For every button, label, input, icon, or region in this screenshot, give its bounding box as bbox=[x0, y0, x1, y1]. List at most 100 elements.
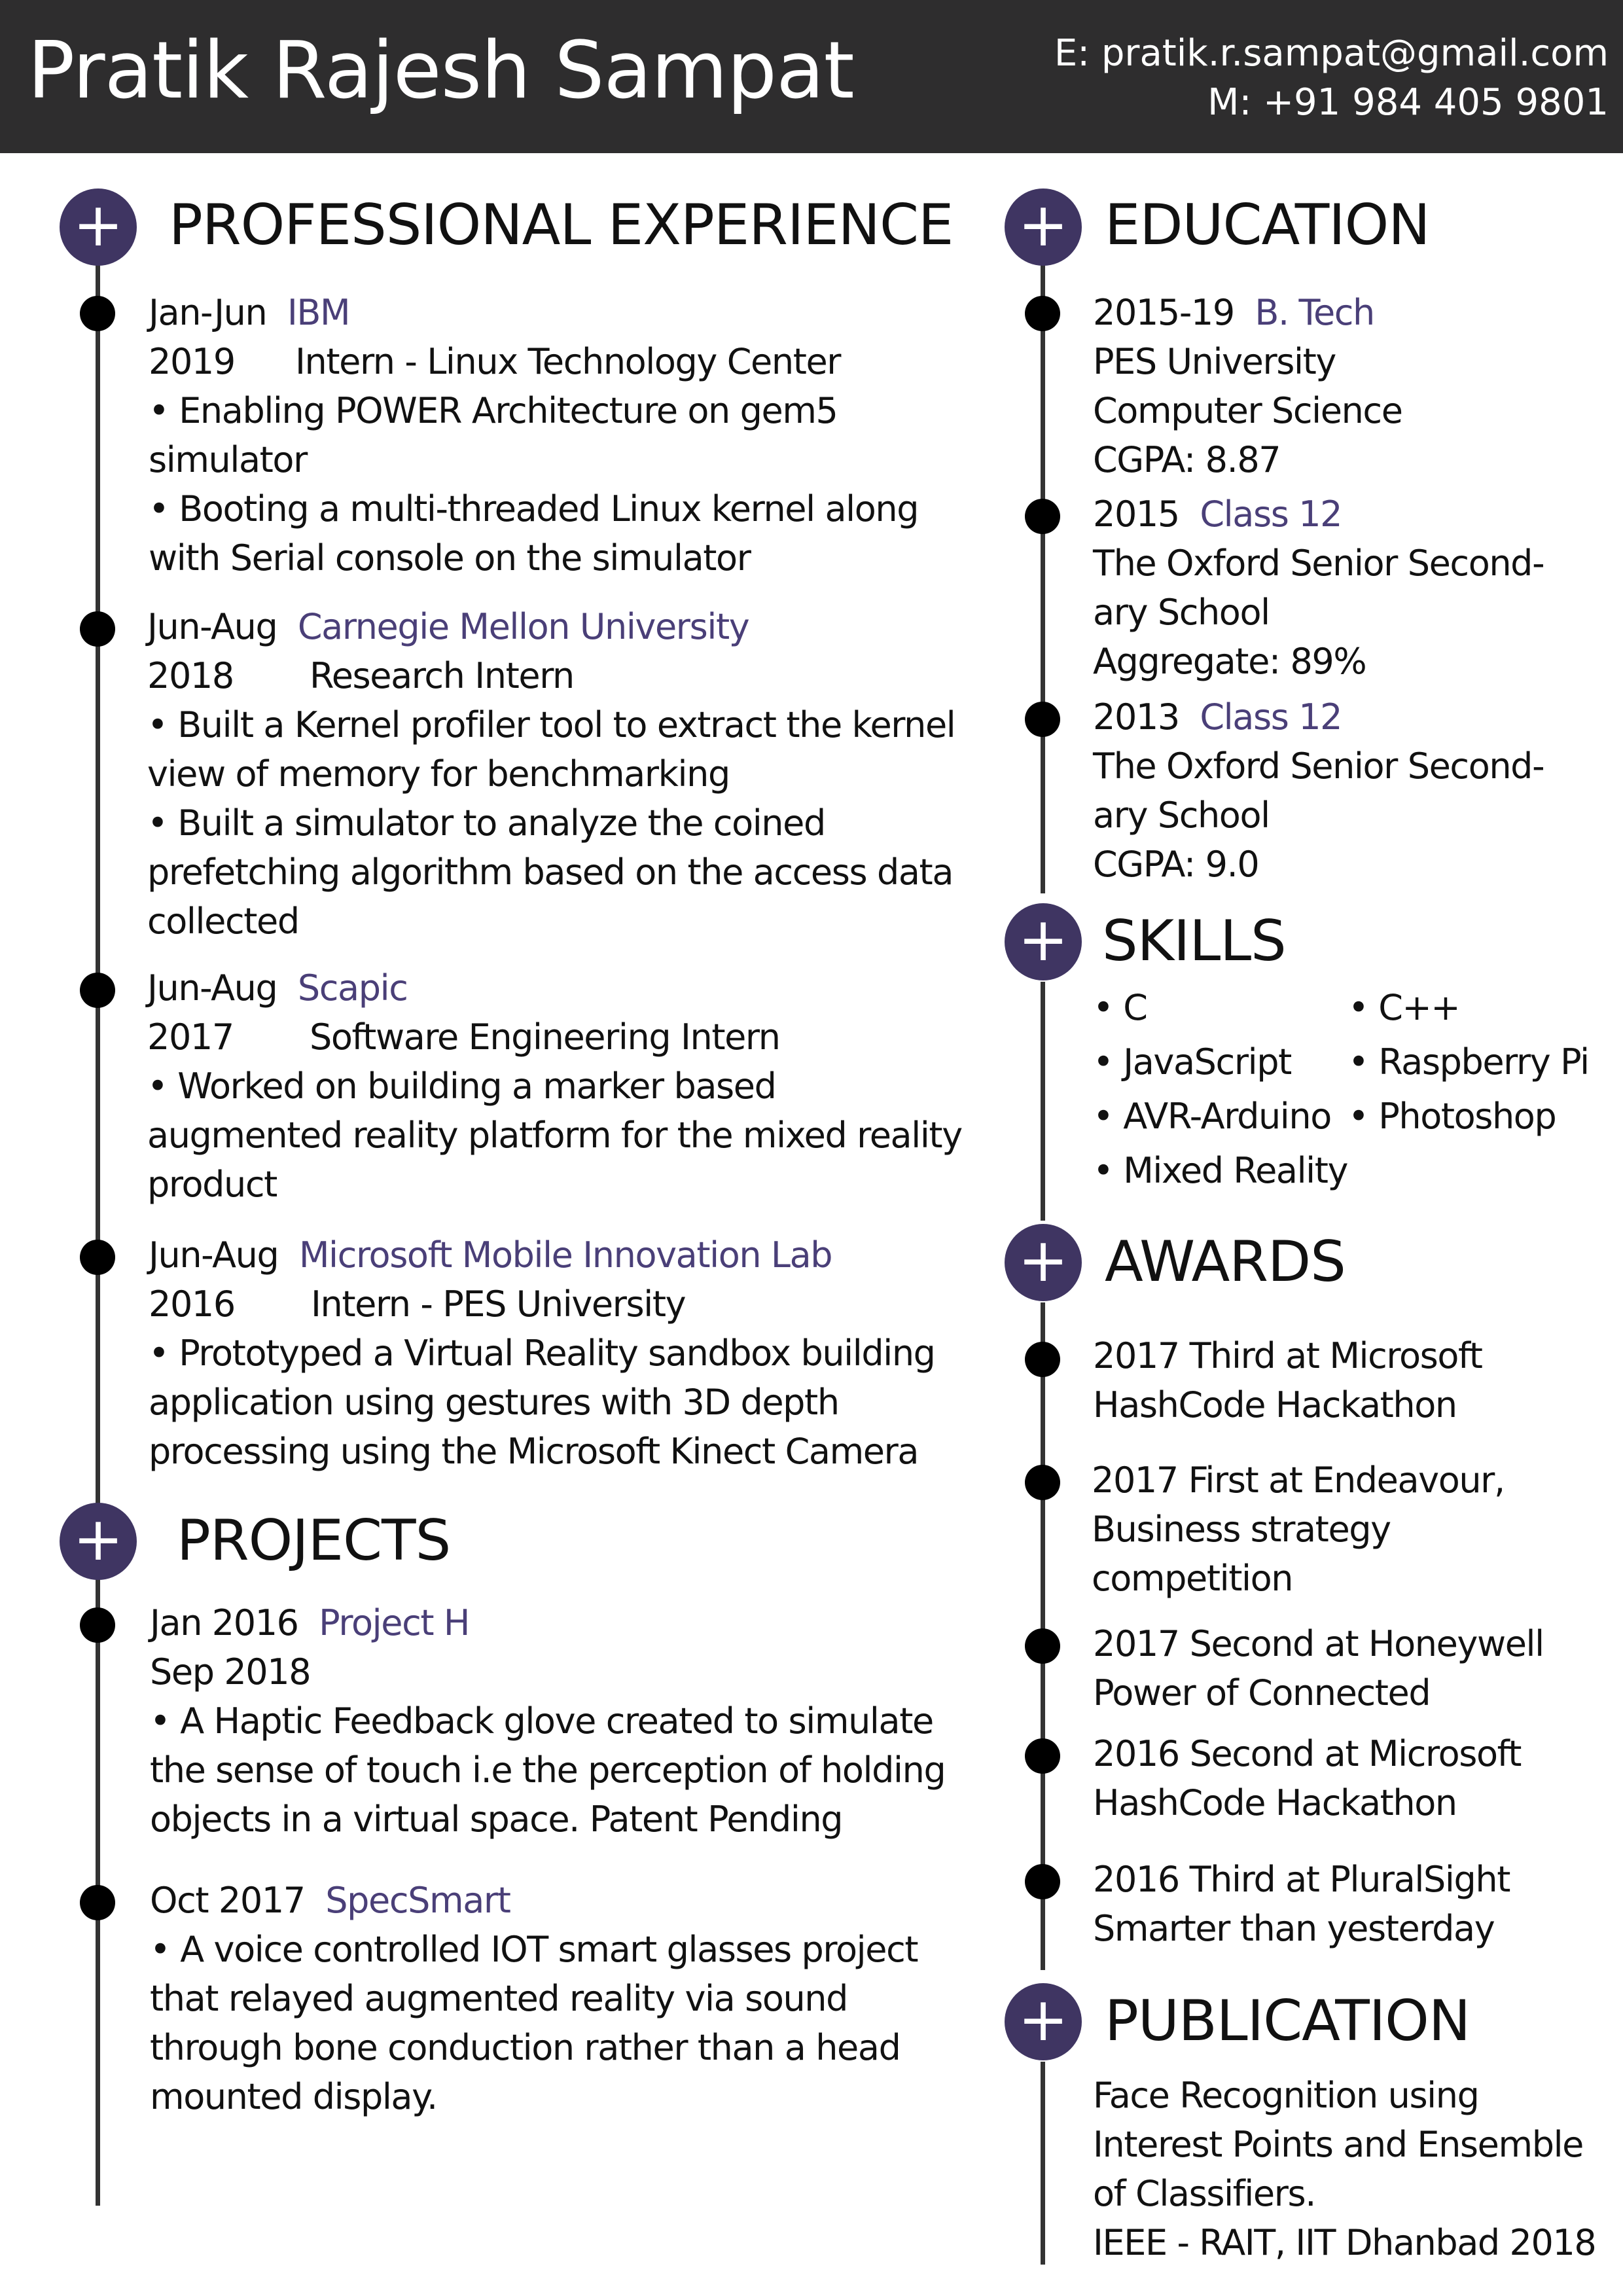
experience-detail: simulator bbox=[149, 439, 308, 480]
publication-text: Interest Points and Ensemble bbox=[1093, 2124, 1584, 2165]
plus-circle-icon: + bbox=[1005, 188, 1082, 266]
award-entry: 2016 Third at PluralSight Smarter than y… bbox=[1093, 1855, 1510, 1953]
experience-year: 2019 bbox=[149, 341, 236, 382]
education-detail: CGPA: 8.87 bbox=[1093, 439, 1281, 480]
plus-circle-icon: + bbox=[60, 1503, 137, 1580]
section-title-experience: PROFESSIONAL EXPERIENCE bbox=[169, 192, 954, 258]
section-title-skills: SKILLS bbox=[1102, 908, 1287, 974]
experience-detail: • Booting a multi-threaded Linux kernel … bbox=[149, 488, 919, 529]
experience-org: Microsoft Mobile Innovation Lab bbox=[298, 1234, 833, 1276]
experience-detail: prefetching algorithm based on the acces… bbox=[147, 852, 954, 893]
skills-list-right: • C++ • Raspberry Pi • Photoshop bbox=[1348, 980, 1590, 1143]
section-title-awards: AWARDS bbox=[1105, 1229, 1346, 1295]
award-text: HashCode Hackathon bbox=[1093, 1782, 1457, 1823]
award-text: Business strategy bbox=[1092, 1509, 1391, 1550]
award-text: 2017 Third at Microsoft bbox=[1093, 1335, 1483, 1376]
experience-period: Jan-Jun bbox=[149, 292, 268, 333]
experience-detail: application using gestures with 3D depth bbox=[149, 1382, 840, 1423]
bullet-dot-icon bbox=[1025, 1738, 1060, 1774]
experience-detail: • Built a simulator to analyze the coine… bbox=[147, 802, 826, 844]
skill-item: • AVR-Arduino bbox=[1093, 1096, 1332, 1137]
bullet-dot-icon bbox=[1025, 702, 1060, 737]
experience-period: Jun-Aug bbox=[147, 606, 278, 647]
education-year: 2015 bbox=[1093, 493, 1180, 535]
header-bar bbox=[0, 0, 1623, 153]
education-entry: 2015 Class 12 The Oxford Senior Second- … bbox=[1093, 490, 1545, 686]
award-entry: 2017 Third at Microsoft HashCode Hackath… bbox=[1093, 1331, 1483, 1429]
email-text: E: pratik.r.sampat@gmail.com bbox=[1054, 32, 1609, 75]
project-entry: Jan 2016 Project H Sep 2018 • A Haptic F… bbox=[150, 1598, 946, 1844]
project-detail: objects in a virtual space. Patent Pendi… bbox=[150, 1799, 844, 1840]
education-detail: ary School bbox=[1093, 592, 1270, 633]
education-detail: ary School bbox=[1093, 795, 1270, 836]
bullet-dot-icon bbox=[80, 611, 115, 647]
experience-role: Intern - PES University bbox=[311, 1283, 687, 1325]
award-text: Power of Connected bbox=[1093, 1672, 1431, 1713]
publication-text: Face Recognition using bbox=[1093, 2075, 1480, 2116]
bullet-dot-icon bbox=[80, 296, 115, 331]
experience-detail: with Serial console on the simulator bbox=[149, 537, 751, 579]
project-detail: • A voice controlled IOT smart glasses p… bbox=[150, 1929, 919, 1970]
skill-item: • Photoshop bbox=[1348, 1096, 1557, 1137]
education-year: 2015-19 bbox=[1093, 292, 1235, 333]
project-detail: the sense of touch i.e the perception of… bbox=[150, 1749, 946, 1791]
skill-item: • Mixed Reality bbox=[1093, 1150, 1349, 1191]
bullet-dot-icon bbox=[1025, 296, 1060, 331]
timeline-line bbox=[1041, 982, 1045, 1221]
experience-detail: • Prototyped a Virtual Reality sandbox b… bbox=[149, 1333, 936, 1374]
award-text: 2017 Second at Honeywell bbox=[1093, 1623, 1544, 1664]
experience-role: Intern - Linux Technology Center bbox=[295, 341, 842, 382]
experience-role: Software Engineering Intern bbox=[310, 1016, 781, 1058]
education-detail: PES University bbox=[1093, 341, 1336, 382]
section-title-education: EDUCATION bbox=[1105, 192, 1431, 258]
education-detail: CGPA: 9.0 bbox=[1093, 844, 1260, 885]
bullet-dot-icon bbox=[1025, 1864, 1060, 1899]
experience-detail: • Worked on building a marker based bbox=[147, 1066, 777, 1107]
experience-detail: augmented reality platform for the mixed… bbox=[147, 1115, 963, 1156]
education-detail: The Oxford Senior Second- bbox=[1093, 543, 1545, 584]
experience-year: 2018 bbox=[147, 655, 234, 696]
bullet-dot-icon bbox=[1025, 1465, 1060, 1500]
publication-text: IEEE - RAIT, IIT Dhanbad 2018 bbox=[1093, 2222, 1597, 2263]
publication-text: of Classifiers. bbox=[1093, 2173, 1316, 2214]
project-detail: • A Haptic Feedback glove created to sim… bbox=[150, 1700, 934, 1742]
experience-entry: Jun-Aug Microsoft Mobile Innovation Lab … bbox=[149, 1230, 936, 1476]
bullet-dot-icon bbox=[1025, 499, 1060, 534]
plus-circle-icon: + bbox=[60, 188, 137, 266]
education-degree: Class 12 bbox=[1200, 696, 1342, 738]
skills-list-left: • C • JavaScript • AVR-Arduino • Mixed R… bbox=[1093, 980, 1349, 1198]
experience-period: Jun-Aug bbox=[147, 967, 278, 1009]
publication-entry: Face Recognition using Interest Points a… bbox=[1093, 2071, 1597, 2267]
contact-block: E: pratik.r.sampat@gmail.com M: +91 984 … bbox=[1054, 30, 1609, 128]
project-detail: that relayed augmented reality via sound bbox=[150, 1978, 848, 2019]
skill-item: • C++ bbox=[1348, 987, 1461, 1028]
bullet-dot-icon bbox=[1025, 1628, 1060, 1664]
plus-circle-icon: + bbox=[1005, 1224, 1082, 1301]
bullet-dot-icon bbox=[80, 1240, 115, 1275]
experience-org: Carnegie Mellon University bbox=[297, 606, 750, 647]
award-entry: 2017 First at Endeavour, Business strate… bbox=[1092, 1456, 1505, 1603]
project-detail: mounted display. bbox=[150, 2076, 438, 2117]
bullet-dot-icon bbox=[1025, 1342, 1060, 1377]
skill-item: • JavaScript bbox=[1093, 1041, 1292, 1083]
skill-item: • C bbox=[1093, 987, 1148, 1028]
experience-detail: • Built a Kernel profiler tool to extrac… bbox=[147, 704, 956, 745]
education-detail: The Oxford Senior Second- bbox=[1093, 745, 1545, 787]
experience-detail: view of memory for benchmarking bbox=[147, 753, 730, 795]
award-text: HashCode Hackathon bbox=[1093, 1384, 1457, 1426]
candidate-name: Pratik Rajesh Sampat bbox=[27, 26, 855, 117]
experience-year: 2016 bbox=[149, 1283, 236, 1325]
section-title-publication: PUBLICATION bbox=[1105, 1988, 1471, 2054]
project-entry: Oct 2017 SpecSmart • A voice controlled … bbox=[150, 1876, 919, 2121]
project-date: Oct 2017 bbox=[150, 1880, 306, 1921]
education-entry: 2015-19 B. Tech PES University Computer … bbox=[1093, 288, 1403, 484]
bullet-dot-icon bbox=[80, 973, 115, 1008]
mobile-text: M: +91 984 405 9801 bbox=[1207, 81, 1609, 124]
experience-period: Jun-Aug bbox=[149, 1234, 279, 1276]
education-degree: Class 12 bbox=[1200, 493, 1342, 535]
project-date-end: Sep 2018 bbox=[150, 1651, 312, 1693]
education-degree: B. Tech bbox=[1255, 292, 1375, 333]
